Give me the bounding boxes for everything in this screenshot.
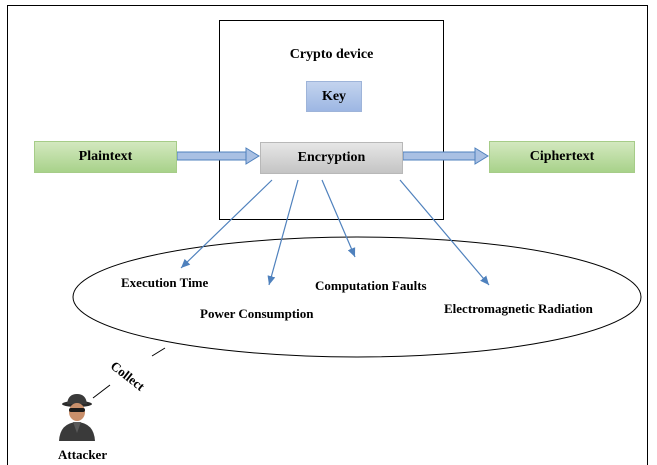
collect-link-lower	[92, 384, 111, 399]
execution-time-arrow	[180, 179, 273, 269]
electromagnetic-radiation-arrow	[399, 179, 490, 286]
power-consumption-label: Power Consumption	[200, 306, 314, 321]
encryption-to-ciphertext-arrow	[402, 147, 489, 165]
execution-time-label: Execution Time	[121, 275, 209, 290]
plaintext-to-encryption-arrow	[176, 147, 260, 165]
collect-link-upper	[151, 347, 166, 357]
key-box: Key	[306, 81, 362, 112]
figure-frame	[7, 5, 648, 465]
leakage-ellipse	[72, 236, 642, 358]
power-consumption-arrow	[267, 179, 299, 286]
crypto-device-title: Crypto device	[289, 47, 374, 62]
crypto-device-box: Crypto device	[219, 20, 444, 220]
plaintext-box: Plaintext	[34, 141, 177, 173]
attacker-label: Attacker	[58, 447, 108, 462]
encryption-box: Encryption	[260, 142, 403, 174]
computation-faults-arrow	[321, 179, 356, 258]
computation-faults-label: Computation Faults	[315, 278, 427, 293]
electromagnetic-radiation-label: Electromagnetic Radiation	[444, 301, 593, 316]
ciphertext-box: Ciphertext	[489, 141, 635, 173]
attacker-icon	[59, 394, 95, 441]
